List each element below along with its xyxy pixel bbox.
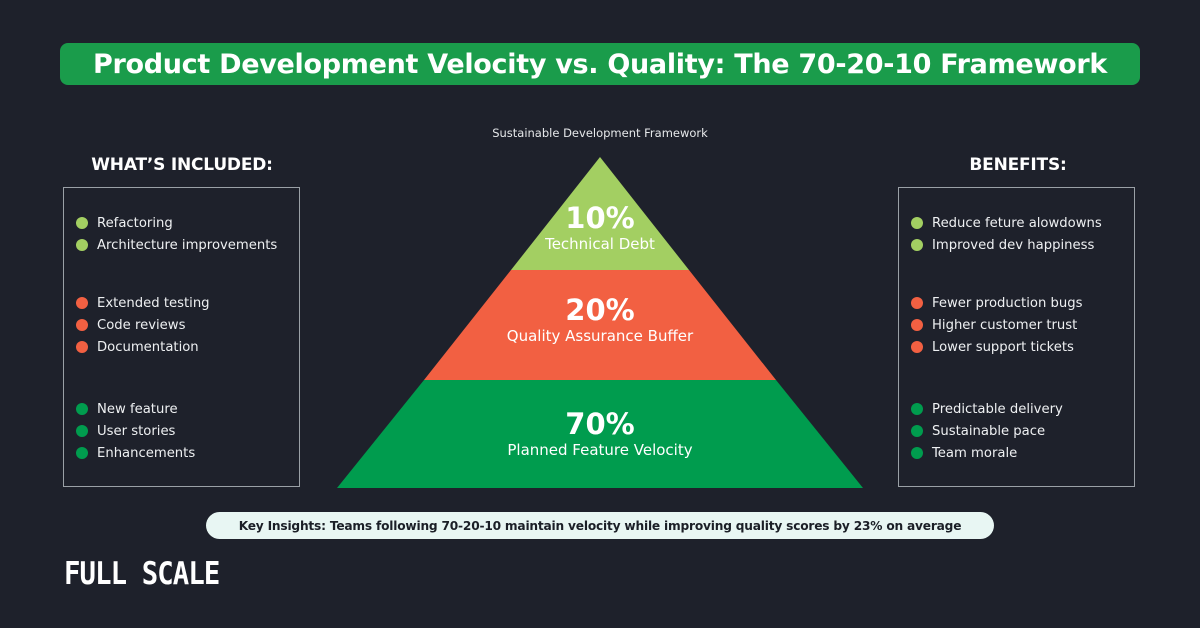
list-item: Refactoring — [76, 212, 277, 234]
bullet-dot-icon — [76, 403, 88, 415]
bullet-dot-icon — [911, 319, 923, 331]
page-title: Product Development Velocity vs. Quality… — [92, 48, 1108, 80]
tier-name: Planned Feature Velocity — [507, 441, 693, 459]
list-item: Lower support tickets — [911, 336, 1082, 358]
bullet-dot-icon — [911, 403, 923, 415]
list-item: Higher customer trust — [911, 314, 1082, 336]
bullet-dot-icon — [911, 217, 923, 229]
item-label: Sustainable pace — [932, 423, 1046, 439]
bullet-dot-icon — [76, 341, 88, 353]
bullet-dot-icon — [911, 341, 923, 353]
whats-included-heading: WHAT’S INCLUDED: — [91, 155, 273, 175]
item-label: Extended testing — [97, 295, 210, 311]
list-item: Improved dev happiness — [911, 234, 1102, 256]
list-item: New feature — [76, 398, 195, 420]
title-banner: Product Development Velocity vs. Quality… — [60, 43, 1140, 85]
list-item: Enhancements — [76, 442, 195, 464]
benefits-group-quality: Fewer production bugs Higher customer tr… — [911, 292, 1082, 358]
list-item: Sustainable pace — [911, 420, 1063, 442]
bullet-dot-icon — [911, 297, 923, 309]
key-insights-text: Key Insights: Teams following 70-20-10 m… — [238, 518, 962, 533]
tier-name: Technical Debt — [545, 235, 655, 253]
list-item: Extended testing — [76, 292, 210, 314]
included-group-velocity: New feature User stories Enhancements — [76, 398, 195, 464]
item-label: Fewer production bugs — [932, 295, 1083, 311]
tier-label-feature-velocity: 70% Planned Feature Velocity — [450, 408, 750, 460]
bullet-dot-icon — [76, 319, 88, 331]
bullet-dot-icon — [76, 217, 88, 229]
benefits-panel: Reduce feture alowdowns Improved dev hap… — [898, 187, 1135, 487]
bullet-dot-icon — [911, 447, 923, 459]
item-label: Documentation — [97, 339, 199, 355]
tier-percent: 70% — [565, 407, 635, 441]
item-label: Team morale — [932, 445, 1018, 461]
item-label: Higher customer trust — [932, 317, 1078, 333]
tier-percent: 20% — [565, 293, 635, 327]
list-item: User stories — [76, 420, 195, 442]
list-item: Code reviews — [76, 314, 210, 336]
bullet-dot-icon — [76, 425, 88, 437]
bullet-dot-icon — [76, 297, 88, 309]
pyramid-subtitle: Sustainable Development Framework — [492, 126, 708, 140]
bullet-dot-icon — [76, 447, 88, 459]
benefits-group-technical-debt: Reduce feture alowdowns Improved dev hap… — [911, 212, 1102, 256]
item-label: Enhancements — [97, 445, 196, 461]
item-label: Refactoring — [97, 215, 173, 231]
tier-label-quality-assurance: 20% Quality Assurance Buffer — [450, 294, 750, 346]
tier-label-technical-debt: 10% Technical Debt — [450, 202, 750, 254]
list-item: Architecture improvements — [76, 234, 277, 256]
pyramid-tier-feature-velocity — [337, 380, 863, 488]
list-item: Reduce feture alowdowns — [911, 212, 1102, 234]
item-label: Architecture improvements — [97, 237, 278, 253]
pyramid-tier-technical-debt — [511, 157, 689, 270]
whats-included-panel: Refactoring Architecture improvements Ex… — [63, 187, 300, 487]
item-label: User stories — [97, 423, 176, 439]
item-label: Predictable delivery — [932, 401, 1063, 417]
list-item: Fewer production bugs — [911, 292, 1082, 314]
item-label: Lower support tickets — [932, 339, 1074, 355]
item-label: New feature — [97, 401, 178, 417]
bullet-dot-icon — [76, 239, 88, 251]
included-group-technical-debt: Refactoring Architecture improvements — [76, 212, 277, 256]
tier-name: Quality Assurance Buffer — [506, 327, 694, 345]
full-scale-logo: FULL SCALE — [64, 556, 220, 592]
item-label: Code reviews — [97, 317, 186, 333]
bullet-dot-icon — [911, 239, 923, 251]
benefits-group-velocity: Predictable delivery Sustainable pace Te… — [911, 398, 1063, 464]
item-label: Reduce feture alowdowns — [932, 215, 1102, 231]
list-item: Documentation — [76, 336, 210, 358]
bullet-dot-icon — [911, 425, 923, 437]
item-label: Improved dev happiness — [932, 237, 1095, 253]
key-insights-banner: Key Insights: Teams following 70-20-10 m… — [206, 512, 994, 539]
included-group-quality: Extended testing Code reviews Documentat… — [76, 292, 210, 358]
pyramid-tier-quality-assurance — [424, 270, 776, 380]
tier-percent: 10% — [565, 201, 635, 235]
benefits-heading: BENEFITS: — [969, 155, 1067, 175]
list-item: Team morale — [911, 442, 1063, 464]
list-item: Predictable delivery — [911, 398, 1063, 420]
